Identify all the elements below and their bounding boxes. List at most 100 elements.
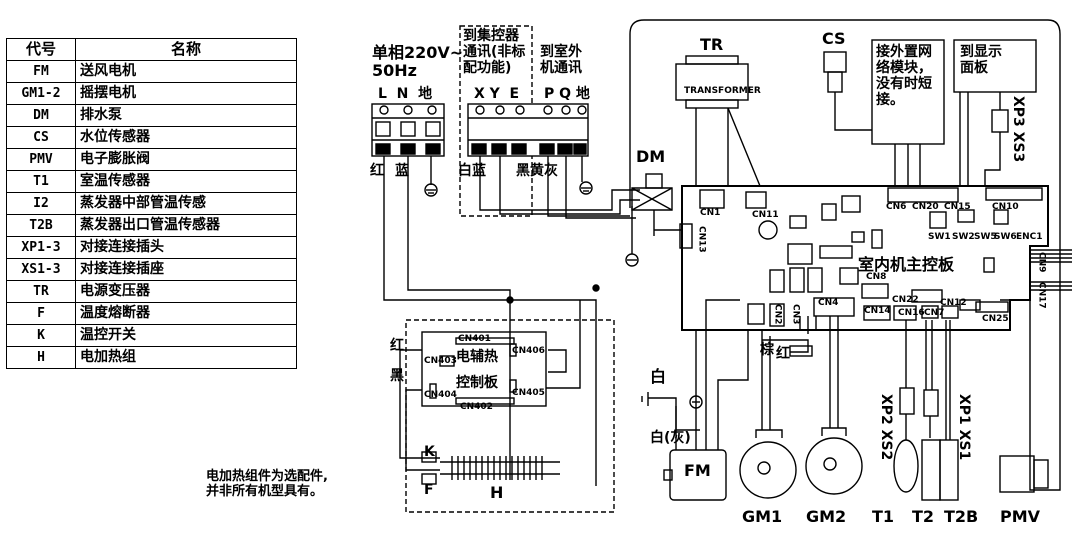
cn13-label: CN13 [696, 226, 707, 253]
t2b-label: T2B [944, 507, 979, 526]
pmv-label: PMV [1000, 507, 1041, 526]
cn405-label: CN405 [512, 388, 545, 398]
cn3-label: CN3 [790, 304, 801, 325]
cn22-label: CN22 [892, 295, 919, 305]
display-panel-box [953, 39, 1037, 93]
fan-motor [641, 299, 749, 501]
gm2-label: GM2 [806, 507, 847, 526]
display-panel-label: 到显示 面板 [960, 44, 1002, 77]
heater-black-label: 黑 [390, 368, 404, 384]
cn6-label: CN6 [886, 202, 907, 212]
h-label: H [490, 483, 504, 502]
cn4-wires [799, 316, 817, 334]
cn8-label: CN8 [866, 272, 887, 282]
wire-red-label: 红 [370, 163, 384, 179]
legend-code: T1 [6, 170, 76, 193]
legend-name: 室温传感器 [75, 170, 297, 193]
dm-label: DM [636, 147, 666, 166]
red-wire-label: 红 [776, 346, 790, 362]
wire [565, 156, 636, 219]
wire [383, 156, 597, 486]
xp3-connector [984, 92, 1009, 186]
sensor-t2b [939, 320, 959, 501]
sw5-label: SW5 [974, 232, 997, 242]
network-module-label: 接外置网 络模块， 没有时短 接。 [876, 44, 932, 109]
wire [399, 349, 440, 459]
xp2-xs2-label: XP2 XS2 [878, 394, 895, 461]
wire-blue-label: 蓝 [395, 163, 409, 179]
cn4-label: CN4 [818, 298, 839, 308]
junction-dot [506, 296, 514, 304]
sw1-label: SW1 [928, 232, 951, 242]
sw6-label: SW6 [994, 232, 1017, 242]
comm-terminal-block [467, 103, 589, 157]
legend-code: GM1-2 [6, 82, 76, 105]
wire [547, 156, 630, 217]
thermostat-switch [421, 451, 437, 463]
wire [629, 19, 1061, 491]
cn16-label: CN16 [898, 308, 925, 318]
cn17-wires [1030, 281, 1072, 291]
swing-motor-gm2 [805, 316, 863, 495]
sw2-label: SW2 [952, 232, 975, 242]
sensor-t2 [921, 320, 941, 501]
power-label: 单相220V~ 50Hz [372, 43, 464, 81]
t2-label: T2 [912, 507, 935, 526]
legend-code: H [6, 346, 76, 369]
xye-label: X Y E [474, 86, 520, 102]
pq-label: P Q 地 [544, 86, 590, 102]
wire [407, 156, 511, 480]
sensor-t1 [893, 320, 919, 493]
heater-coil [440, 456, 560, 480]
drain-pump [625, 173, 686, 267]
white-wire-label: 白 [650, 367, 667, 386]
xp1-xs1-label: XP1 XS1 [956, 394, 973, 461]
heater-red-label: 红 [390, 338, 404, 354]
electronic-expansion-valve [999, 299, 1049, 493]
legend-name: 蒸发器出口管温传感器 [75, 214, 297, 237]
legend-name: 电加热组 [75, 346, 297, 369]
legend-code: T2B [6, 214, 76, 237]
aux-heat-label: 电辅热 [456, 349, 498, 365]
legend-name: 蒸发器中部管温传感 [75, 192, 297, 215]
cn7-label: CN7 [924, 308, 945, 318]
power-terminals-label: L N 地 [378, 86, 433, 102]
main-board [679, 185, 1049, 331]
cn20-label: CN20 [912, 202, 939, 212]
cn17-label: CN17 [1036, 282, 1047, 309]
cn403-label: CN403 [424, 356, 457, 366]
water-level-sensor [823, 51, 896, 186]
ground-symbol [579, 156, 593, 195]
cn9-wires [1030, 249, 1072, 263]
wire [548, 349, 567, 373]
t1-label: T1 [872, 507, 895, 526]
transformer [675, 55, 761, 187]
heater-control-board [421, 331, 547, 407]
white-gray-wire-label: 白(灰) [650, 430, 691, 446]
cn404-label: CN404 [424, 390, 457, 400]
fm-label: FM [684, 461, 711, 480]
cn11-label: CN11 [752, 210, 779, 220]
main-board-label: 室内机主控板 [858, 255, 955, 274]
cs-label: CS [822, 29, 846, 48]
cn12-label: CN12 [940, 298, 967, 308]
legend-name: 温度熔断器 [75, 302, 297, 325]
central-controller-label: 到集控器 通讯(非标 配功能) [463, 28, 526, 77]
wire [499, 156, 640, 215]
legend-name: 对接连接插头 [75, 236, 297, 259]
lead-plug [789, 345, 813, 357]
cn401-label: CN401 [458, 334, 491, 344]
optional-heater-note: 电加热组件为选配件, 并非所有机型具有。 [206, 469, 328, 499]
gm1-label: GM1 [742, 507, 783, 526]
